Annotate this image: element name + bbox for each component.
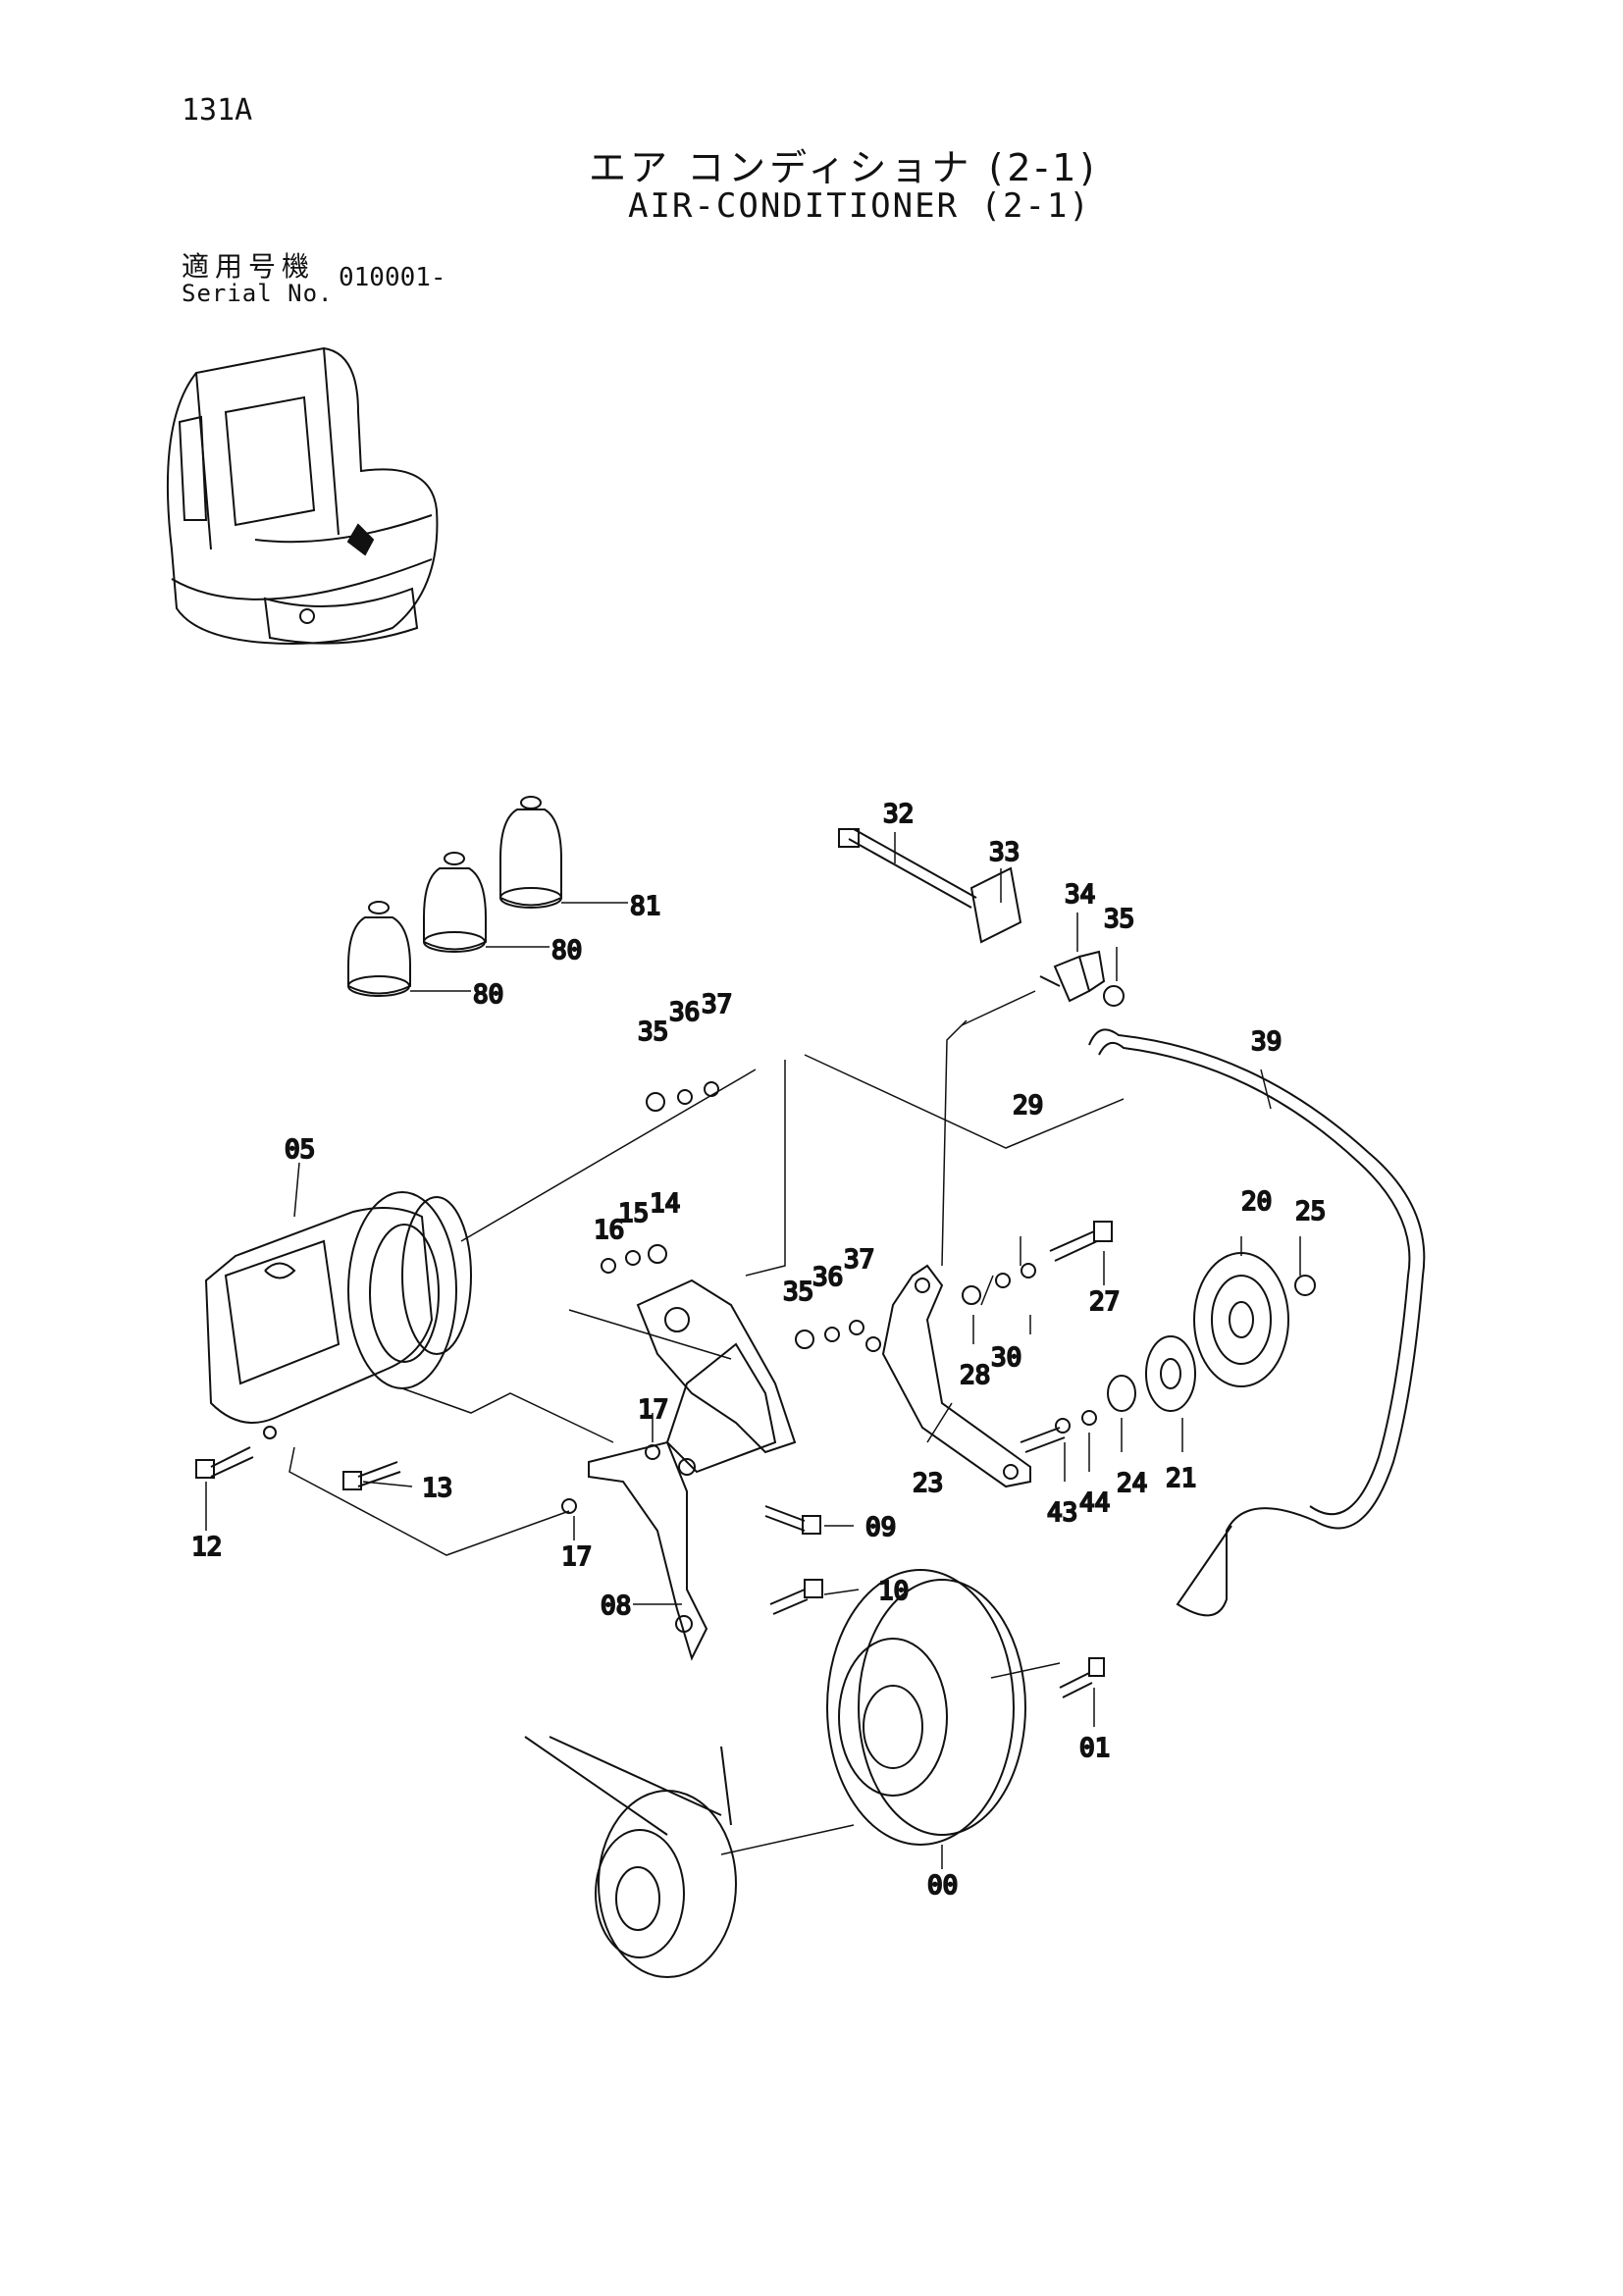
callout-label: 34: [1065, 880, 1095, 910]
bracket-icon: [865, 1264, 1031, 1488]
title-japanese: エア コンディショナ (2-1): [589, 146, 1099, 189]
callout-label: 16: [594, 1216, 624, 1245]
callout-label: 36: [812, 1263, 843, 1292]
bolt-icon: [195, 1446, 254, 1479]
callout-label: 30: [991, 1343, 1021, 1373]
callout-label: 21: [1166, 1464, 1196, 1493]
crank-pulley-icon: [826, 1569, 1026, 1846]
callout-label: 15: [618, 1199, 649, 1228]
callout-label: 33: [989, 838, 1020, 867]
callout-label: 80: [551, 936, 582, 965]
callout-label: 39: [1251, 1027, 1282, 1057]
callout-label: 44: [1079, 1488, 1110, 1518]
callout-label: 25: [1295, 1197, 1326, 1226]
callout-label: 29: [1013, 1091, 1043, 1121]
machine-thumbnail-icon: [166, 346, 439, 645]
callout-label: 14: [650, 1189, 680, 1219]
filter-icon: [347, 901, 411, 997]
callout-label: 00: [927, 1871, 958, 1901]
serial-label-japanese: 適用号機: [182, 250, 316, 283]
pulley-icon: [1193, 1252, 1289, 1387]
callout-label: 12: [191, 1533, 222, 1562]
callout-label: 37: [844, 1245, 874, 1275]
callout-label: 28: [960, 1361, 990, 1390]
bolt-icon: [769, 1579, 823, 1615]
lower-pulley-icon: [524, 1736, 737, 1978]
nut-icon: [561, 985, 1316, 1514]
callout-label: 43: [1047, 1498, 1077, 1528]
callout-label: 32: [883, 800, 914, 829]
spacer-icon: [1145, 1335, 1196, 1412]
callout-label: 08: [601, 1592, 631, 1621]
callout-label: 81: [630, 892, 660, 921]
bolt-icon: [1049, 1221, 1113, 1262]
bolt-icon: [764, 1505, 821, 1535]
page-number: 131A: [182, 93, 253, 128]
callout-label: 01: [1079, 1734, 1110, 1763]
belt-icon: [1088, 1028, 1426, 1617]
callout-label: 36: [669, 998, 700, 1027]
callout-label: 80: [473, 980, 503, 1010]
title-english: AIR-CONDITIONER (2-1): [628, 186, 1091, 226]
callout-label: 10: [878, 1577, 909, 1606]
bolt-icon: [342, 1461, 401, 1490]
serial-value: 010001-: [339, 263, 446, 292]
callout-label: 17: [638, 1395, 668, 1425]
callout-label: 09: [865, 1513, 896, 1542]
callout-label: 35: [1104, 905, 1134, 934]
bolt-icon: [1039, 950, 1106, 1003]
bolt-icon: [1059, 1657, 1105, 1698]
filter-icon: [423, 852, 487, 953]
bolt-icon: [1020, 1427, 1066, 1453]
callout-label: 27: [1089, 1287, 1120, 1317]
callout-label: 13: [422, 1474, 452, 1503]
washer-icon: [1107, 1375, 1136, 1412]
callout-label: 17: [561, 1542, 592, 1572]
serial-label-english: Serial No.: [182, 280, 334, 307]
filter-icon: [499, 796, 562, 909]
callout-label: 35: [638, 1018, 668, 1047]
bracket-icon: [588, 1342, 777, 1661]
callout-label: 24: [1117, 1469, 1147, 1498]
compressor-icon: [204, 1191, 472, 1439]
mount-bracket-icon: [636, 1278, 797, 1454]
bolt-icon: [838, 828, 1022, 944]
callout-leaders: [205, 832, 1301, 1869]
callout-label: 37: [702, 990, 732, 1019]
assembly-lines: [288, 990, 1125, 1855]
callout-label: 05: [285, 1135, 315, 1165]
callout-label: 20: [1241, 1187, 1272, 1217]
callout-label: 23: [913, 1469, 943, 1498]
callout-label: 35: [783, 1278, 813, 1307]
